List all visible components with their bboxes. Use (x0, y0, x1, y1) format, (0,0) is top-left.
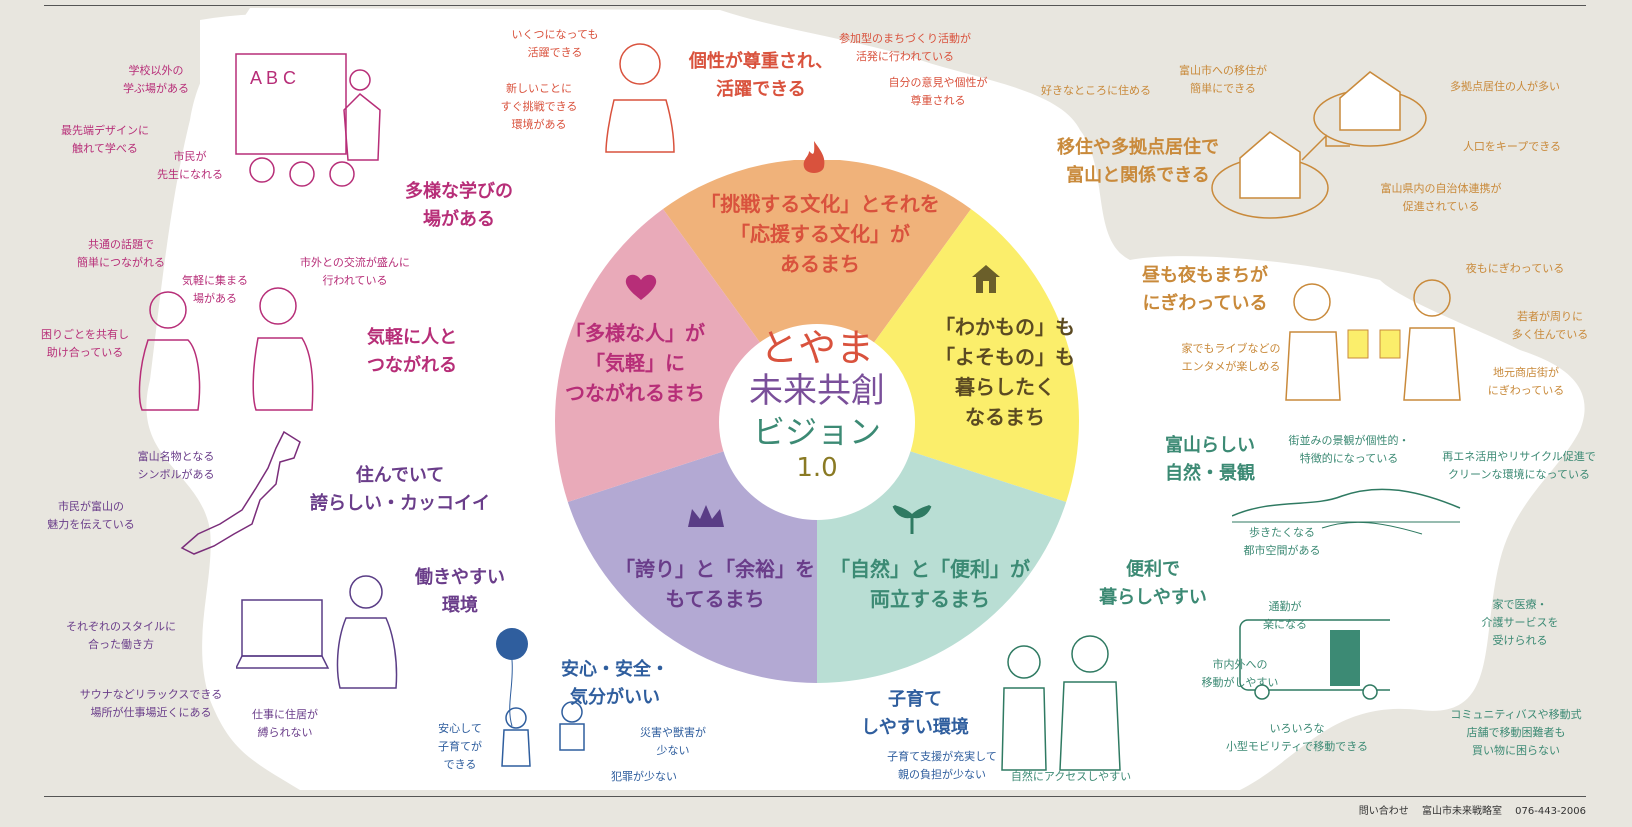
note-new-challenge: 新しいことにすぐ挑戦できる環境がある (500, 82, 578, 131)
note-mutual-help: 困りごとを共有し助け合っている (41, 328, 129, 359)
chalkboard-letters: A B C (250, 68, 296, 88)
heading-proud: 住んでいて誇らしい・カッコイイ (310, 465, 490, 514)
note-small-mobility: いろいろな小型モビリティで移動できる (1225, 722, 1369, 753)
note-keep-population: 人口をキープできる (1462, 140, 1562, 153)
heading-nature: 富山らしい自然・景観 (1165, 435, 1255, 484)
note-townscape: 街並みの景観が個性的・特徴的になっている (1288, 434, 1410, 465)
laptop-worker-illustration (236, 575, 398, 689)
heading-lively: 昼も夜もまちがにぎわっている (1142, 265, 1268, 314)
note-gathering-place: 気軽に集まる場がある (182, 274, 248, 305)
note-sauna: サウナなどリラックスできる場所が仕事場近くにある (79, 688, 223, 719)
note-live-anywhere: 好きなところに住める (1041, 84, 1151, 97)
heading-individuality: 個性が尊重され、活躍できる (688, 51, 834, 100)
classroom-illustration: A B C (235, 53, 381, 187)
note-safe-childcare: 安心して子育てができる (438, 722, 482, 771)
bottom-rule (44, 796, 1586, 797)
note-young-people: 若者が周りに多く住んでいる (1511, 310, 1589, 341)
note-symbol: 富山名物となるシンボルがある (137, 450, 215, 481)
center-title-line4: 1.0 (796, 453, 838, 483)
note-easy-migration: 富山市への移住が簡単にできる (1179, 64, 1267, 95)
note-home-entertainment: 家でもライブなどのエンタメが楽しめる (1181, 342, 1281, 373)
note-shopping-street: 地元商店街がにぎわっている (1487, 366, 1565, 397)
landscape-illustration (1232, 488, 1461, 535)
heading-childcare: 子育てしやすい環境 (861, 689, 969, 738)
segment-bottom-left-text: 「誇り」と「余裕」をもてるまち (615, 557, 815, 611)
note-renewable: 再エネ活用やリサイクル促進でクリーンな環境になっている (1442, 450, 1596, 481)
note-work-style: それぞれのスタイルに合った働き方 (66, 620, 176, 651)
segment-top-text: 「挑戦する文化」とそれを「応援する文化」があるまち (700, 192, 940, 276)
contact-tel: 076-443-2006 (1515, 806, 1586, 817)
heading-work: 働きやすい環境 (415, 567, 505, 616)
heart-icon (625, 274, 657, 300)
note-opinion-respected: 自分の意見や個性が尊重される (888, 76, 988, 107)
contact-org: 富山市未来戦略室 (1421, 806, 1502, 817)
person-illustration (605, 43, 675, 153)
segment-bottom-right-text: 「自然」と「便利」が両立するまち (830, 557, 1030, 611)
note-municipal-cooperation: 富山県内の自治体連携が促進されている (1380, 182, 1502, 213)
segment-right-text: 「わかもの」も「よそもの」も暮らしたくなるまち (935, 315, 1075, 429)
family-illustration (1001, 635, 1121, 771)
toast-illustration (1285, 279, 1461, 401)
note-work-residence: 仕事に住居が縛られない (252, 708, 318, 739)
sprout-icon (892, 504, 932, 534)
center-title: とやま 未来共創 ビジョン 1.0 (717, 322, 917, 484)
note-walkable: 歩きたくなる都市空間がある (1243, 526, 1321, 557)
note-citizens-promote: 市民が富山の魅力を伝えている (47, 500, 135, 531)
center-title-line1: とやま (759, 326, 874, 370)
center-circle (719, 324, 915, 520)
note-citizen-teacher: 市民が先生になれる (157, 150, 223, 181)
top-rule (44, 5, 1586, 6)
crown-icon (688, 505, 724, 527)
flame-icon (803, 141, 825, 173)
note-low-crime: 犯罪が少ない (611, 770, 677, 783)
friends-illustration (138, 287, 314, 411)
contact-label: 問い合わせ (1358, 806, 1409, 817)
note-nature-access: 自然にアクセスしやすい (1010, 770, 1132, 783)
note-learning-outside: 学校以外の学ぶ場がある (123, 64, 189, 95)
note-multi-base: 多拠点居住の人が多い (1450, 80, 1560, 93)
houses-illustration (1211, 71, 1427, 219)
children-balloon-illustration (496, 628, 585, 767)
note-external-exchange: 市外との交流が盛んに行われている (300, 256, 410, 287)
heading-migration: 移住や多拠点居住で富山と関係できる (1057, 137, 1219, 186)
bus-illustration (1239, 619, 1390, 700)
note-community-bus: コミュニティバスや移動式店舗で移動困難者も買い物に困らない (1450, 708, 1582, 757)
note-design: 最先端デザインに触れて学べる (61, 124, 149, 155)
note-night-lively: 夜もにぎわっている (1465, 262, 1565, 275)
pie-segment-top (663, 160, 971, 421)
note-active-any-age: いくつになっても活躍できる (511, 28, 599, 59)
heading-learning: 多様な学びの場がある (405, 181, 513, 230)
note-commute: 通勤が楽になる (1263, 600, 1307, 631)
note-few-disasters: 災害や獣害が少ない (640, 726, 706, 757)
house-icon (972, 265, 1000, 293)
center-title-line3: ビジョン (752, 413, 881, 451)
japan-map-illustration (180, 430, 301, 555)
note-common-topics: 共通の話題で簡単につながれる (77, 238, 165, 269)
heading-convenient: 便利で暮らしやすい (1099, 559, 1207, 608)
segment-left-text: 「多様な人」が「気軽」につながれるまち (565, 321, 705, 405)
heading-connect: 気軽に人とつながれる (367, 327, 457, 376)
center-title-line2: 未来共創 (749, 371, 885, 411)
heading-safe: 安心・安全・気分がいい (561, 659, 669, 708)
note-participatory: 参加型のまちづくり活動が活発に行われている (839, 32, 971, 63)
note-childcare-support: 子育て支援が充実して親の負担が少ない (887, 750, 997, 781)
contact-info: 問い合わせ 富山市未来戦略室 076-443-2006 (1349, 802, 1586, 817)
note-home-care: 家で医療・介護サービスを受けられる (1481, 598, 1559, 647)
